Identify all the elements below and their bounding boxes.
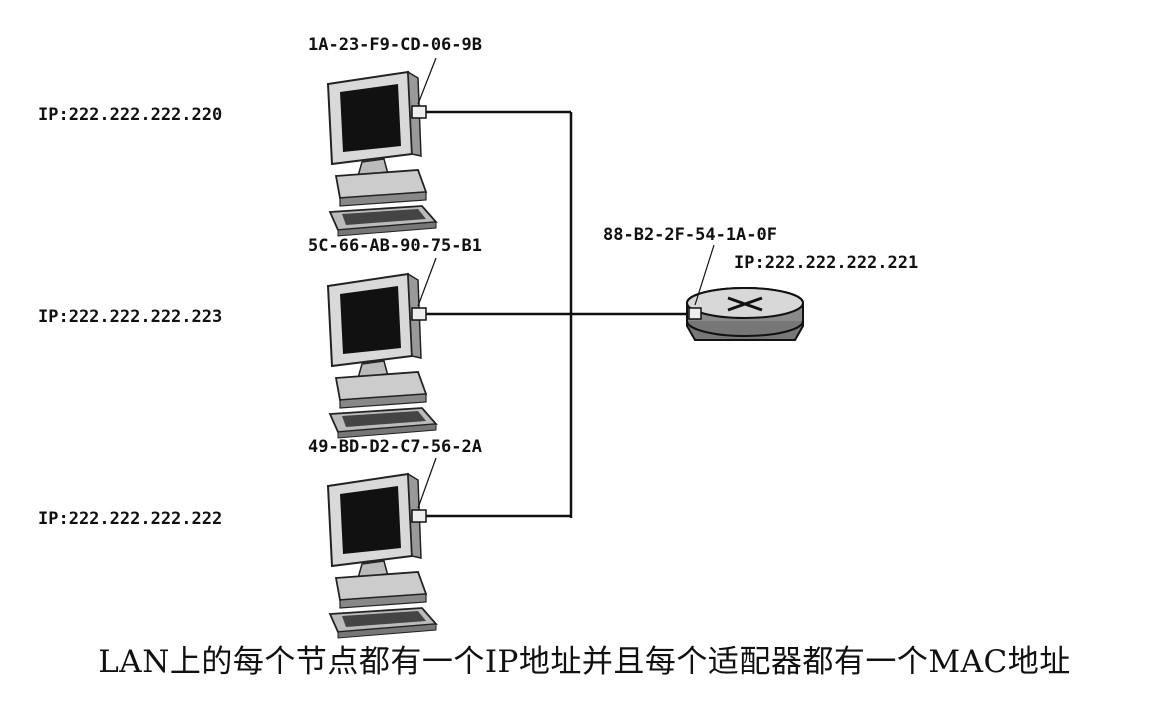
- adapter-2: [411, 307, 427, 321]
- node-1-mac: 1A-23-F9-CD-06-9B: [308, 35, 482, 55]
- computer-1: [327, 71, 437, 237]
- router-mac: 88-B2-2F-54-1A-0F: [603, 225, 777, 245]
- adapter-1: [411, 105, 427, 119]
- adapter-3: [411, 509, 427, 523]
- router-adapter: [688, 307, 702, 320]
- node-1-ip: IP:222.222.222.220: [38, 105, 222, 125]
- node-2-mac: 5C-66-AB-90-75-B1: [308, 236, 482, 256]
- computer-3: [327, 473, 437, 639]
- computer-2: [327, 273, 437, 439]
- node-3-ip: IP:222.222.222.222: [38, 509, 222, 529]
- node-2-ip: IP:222.222.222.223: [38, 307, 222, 327]
- diagram-caption: LAN上的每个节点都有一个IP地址并且每个适配器都有一个MAC地址: [98, 644, 1071, 680]
- router: [686, 287, 804, 341]
- node-3-mac: 49-BD-D2-C7-56-2A: [308, 437, 482, 457]
- router-ip: IP:222.222.222.221: [734, 253, 918, 273]
